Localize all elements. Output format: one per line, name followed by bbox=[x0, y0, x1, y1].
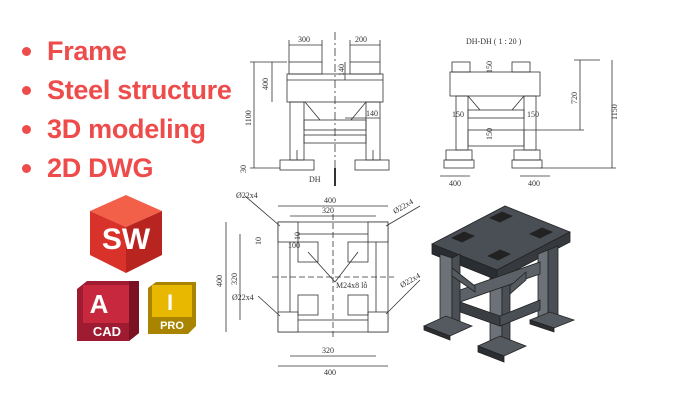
inventor-letter: I bbox=[167, 290, 173, 315]
dim-720: 720 bbox=[570, 92, 579, 104]
dim-1100: 1100 bbox=[244, 110, 253, 126]
front-view bbox=[250, 32, 390, 186]
side-view bbox=[440, 59, 616, 177]
iso-model bbox=[422, 205, 576, 363]
solidworks-logo-text: SW bbox=[102, 223, 151, 256]
feature-label: 3D modeling bbox=[47, 114, 206, 144]
hole-spec-bottom-right: Ø22x4 bbox=[399, 271, 422, 290]
dim-300: 300 bbox=[298, 35, 310, 44]
autocad-letter: A bbox=[90, 289, 109, 319]
feature-item: 2D DWG bbox=[22, 149, 232, 188]
hole-spec-bottom-left: Ø22x4 bbox=[232, 293, 254, 302]
hole-spec-top-left: Ø22x4 bbox=[236, 191, 258, 200]
feature-label: 2D DWG bbox=[47, 153, 154, 183]
feature-label: Steel structure bbox=[47, 75, 232, 105]
dim-400-plan-bottom: 400 bbox=[324, 368, 336, 377]
bullet-dot-icon bbox=[22, 86, 31, 95]
dim-140-right: 140 bbox=[366, 109, 378, 118]
dim-150-right: 150 bbox=[527, 110, 539, 119]
feature-list: Frame Steel structure 3D modeling 2D DWG bbox=[22, 32, 232, 188]
bolt-spec: M24x8 lỗ bbox=[336, 281, 367, 290]
inventor-sub: PRO bbox=[160, 320, 184, 332]
section-title: DH-DH ( 1 : 20 ) bbox=[466, 37, 522, 46]
dim-400-side-right: 400 bbox=[528, 179, 540, 188]
feature-item: 3D modeling bbox=[22, 110, 232, 149]
dim-320-plan-bottom: 320 bbox=[322, 346, 334, 355]
dim-140-top: 140 bbox=[337, 64, 346, 76]
plan-view bbox=[225, 195, 421, 367]
autocad-sub: CAD bbox=[93, 324, 121, 339]
bullet-dot-icon bbox=[22, 47, 31, 56]
hole-spec-top-right: Ø22x4 bbox=[392, 197, 415, 216]
feature-item: Steel structure bbox=[22, 71, 232, 110]
feature-label: Frame bbox=[47, 36, 127, 66]
dim-400-plan-left: 400 bbox=[215, 275, 224, 287]
inventor-icon: I PRO bbox=[148, 282, 196, 334]
bullet-dot-icon bbox=[22, 125, 31, 134]
dim-320-plan-left: 320 bbox=[230, 273, 239, 285]
dim-10-inner: 10 bbox=[293, 232, 302, 240]
dim-400-plan-top: 400 bbox=[324, 196, 336, 205]
solidworks-icon: SW bbox=[90, 195, 162, 273]
dim-150-left: 150 bbox=[452, 110, 464, 119]
dim-320-plan-top: 320 bbox=[322, 206, 334, 215]
section-label: DH bbox=[309, 175, 321, 184]
dim-400-side-left: 400 bbox=[449, 179, 461, 188]
dim-400-front: 400 bbox=[261, 78, 270, 90]
bullet-dot-icon bbox=[22, 164, 31, 173]
dim-150-top: 150 bbox=[485, 61, 494, 73]
dim-150-mid: 150 bbox=[485, 128, 494, 140]
dim-200: 200 bbox=[355, 35, 367, 44]
dim-10: 10 bbox=[254, 237, 263, 245]
dim-100: 100 bbox=[288, 241, 300, 250]
dim-1150: 1150 bbox=[610, 104, 619, 120]
autocad-icon: A CAD bbox=[77, 281, 139, 341]
dim-30: 30 bbox=[239, 165, 248, 173]
feature-item: Frame bbox=[22, 32, 232, 71]
